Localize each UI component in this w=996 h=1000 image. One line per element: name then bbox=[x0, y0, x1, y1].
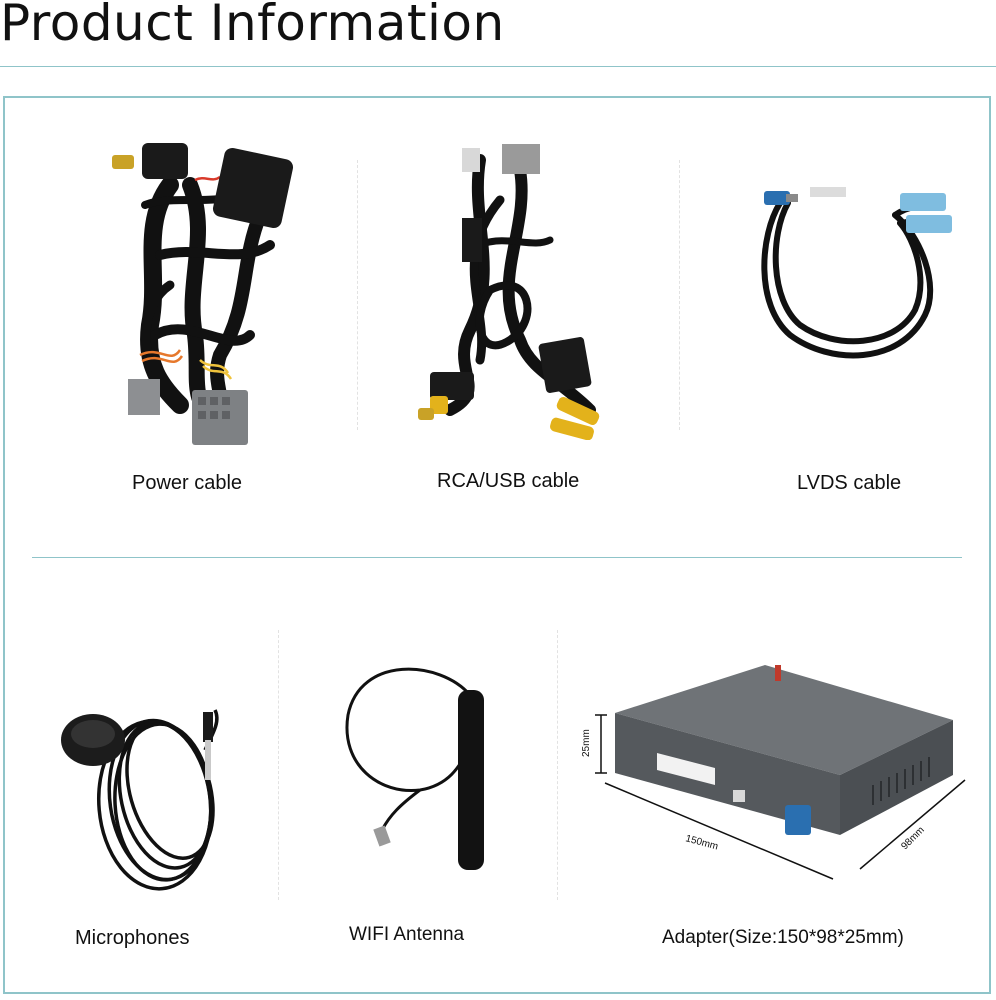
title-divider bbox=[0, 66, 996, 67]
caption-rca-usb-cable: RCA/USB cable bbox=[437, 470, 580, 492]
product-frame bbox=[3, 96, 991, 994]
column-divider bbox=[557, 630, 558, 900]
caption-power-cable: Power cable bbox=[132, 472, 243, 494]
lvds-cable-image bbox=[761, 187, 952, 359]
rca-usb-cable-image bbox=[418, 144, 600, 440]
microphone-image bbox=[61, 709, 219, 891]
page-title: Product Information bbox=[0, 0, 505, 52]
adapter-box-image: 25mm 150mm 98mm bbox=[581, 665, 966, 880]
power-cable-image bbox=[112, 143, 294, 445]
adapter-height-label: 25mm bbox=[581, 729, 592, 757]
caption-lvds-cable: LVDS cable bbox=[797, 472, 902, 494]
adapter-width-label: 98mm bbox=[899, 825, 926, 852]
column-divider bbox=[357, 160, 358, 430]
row-divider bbox=[32, 557, 962, 558]
caption-microphones: Microphones bbox=[75, 927, 190, 949]
column-divider bbox=[278, 630, 279, 900]
column-divider bbox=[679, 160, 680, 430]
caption-wifi-antenna: WIFI Antenna bbox=[349, 924, 465, 945]
wifi-antenna-image bbox=[345, 667, 484, 870]
adapter-length-label: 150mm bbox=[684, 833, 719, 852]
caption-adapter: Adapter(Size:150*98*25mm) bbox=[662, 927, 904, 948]
